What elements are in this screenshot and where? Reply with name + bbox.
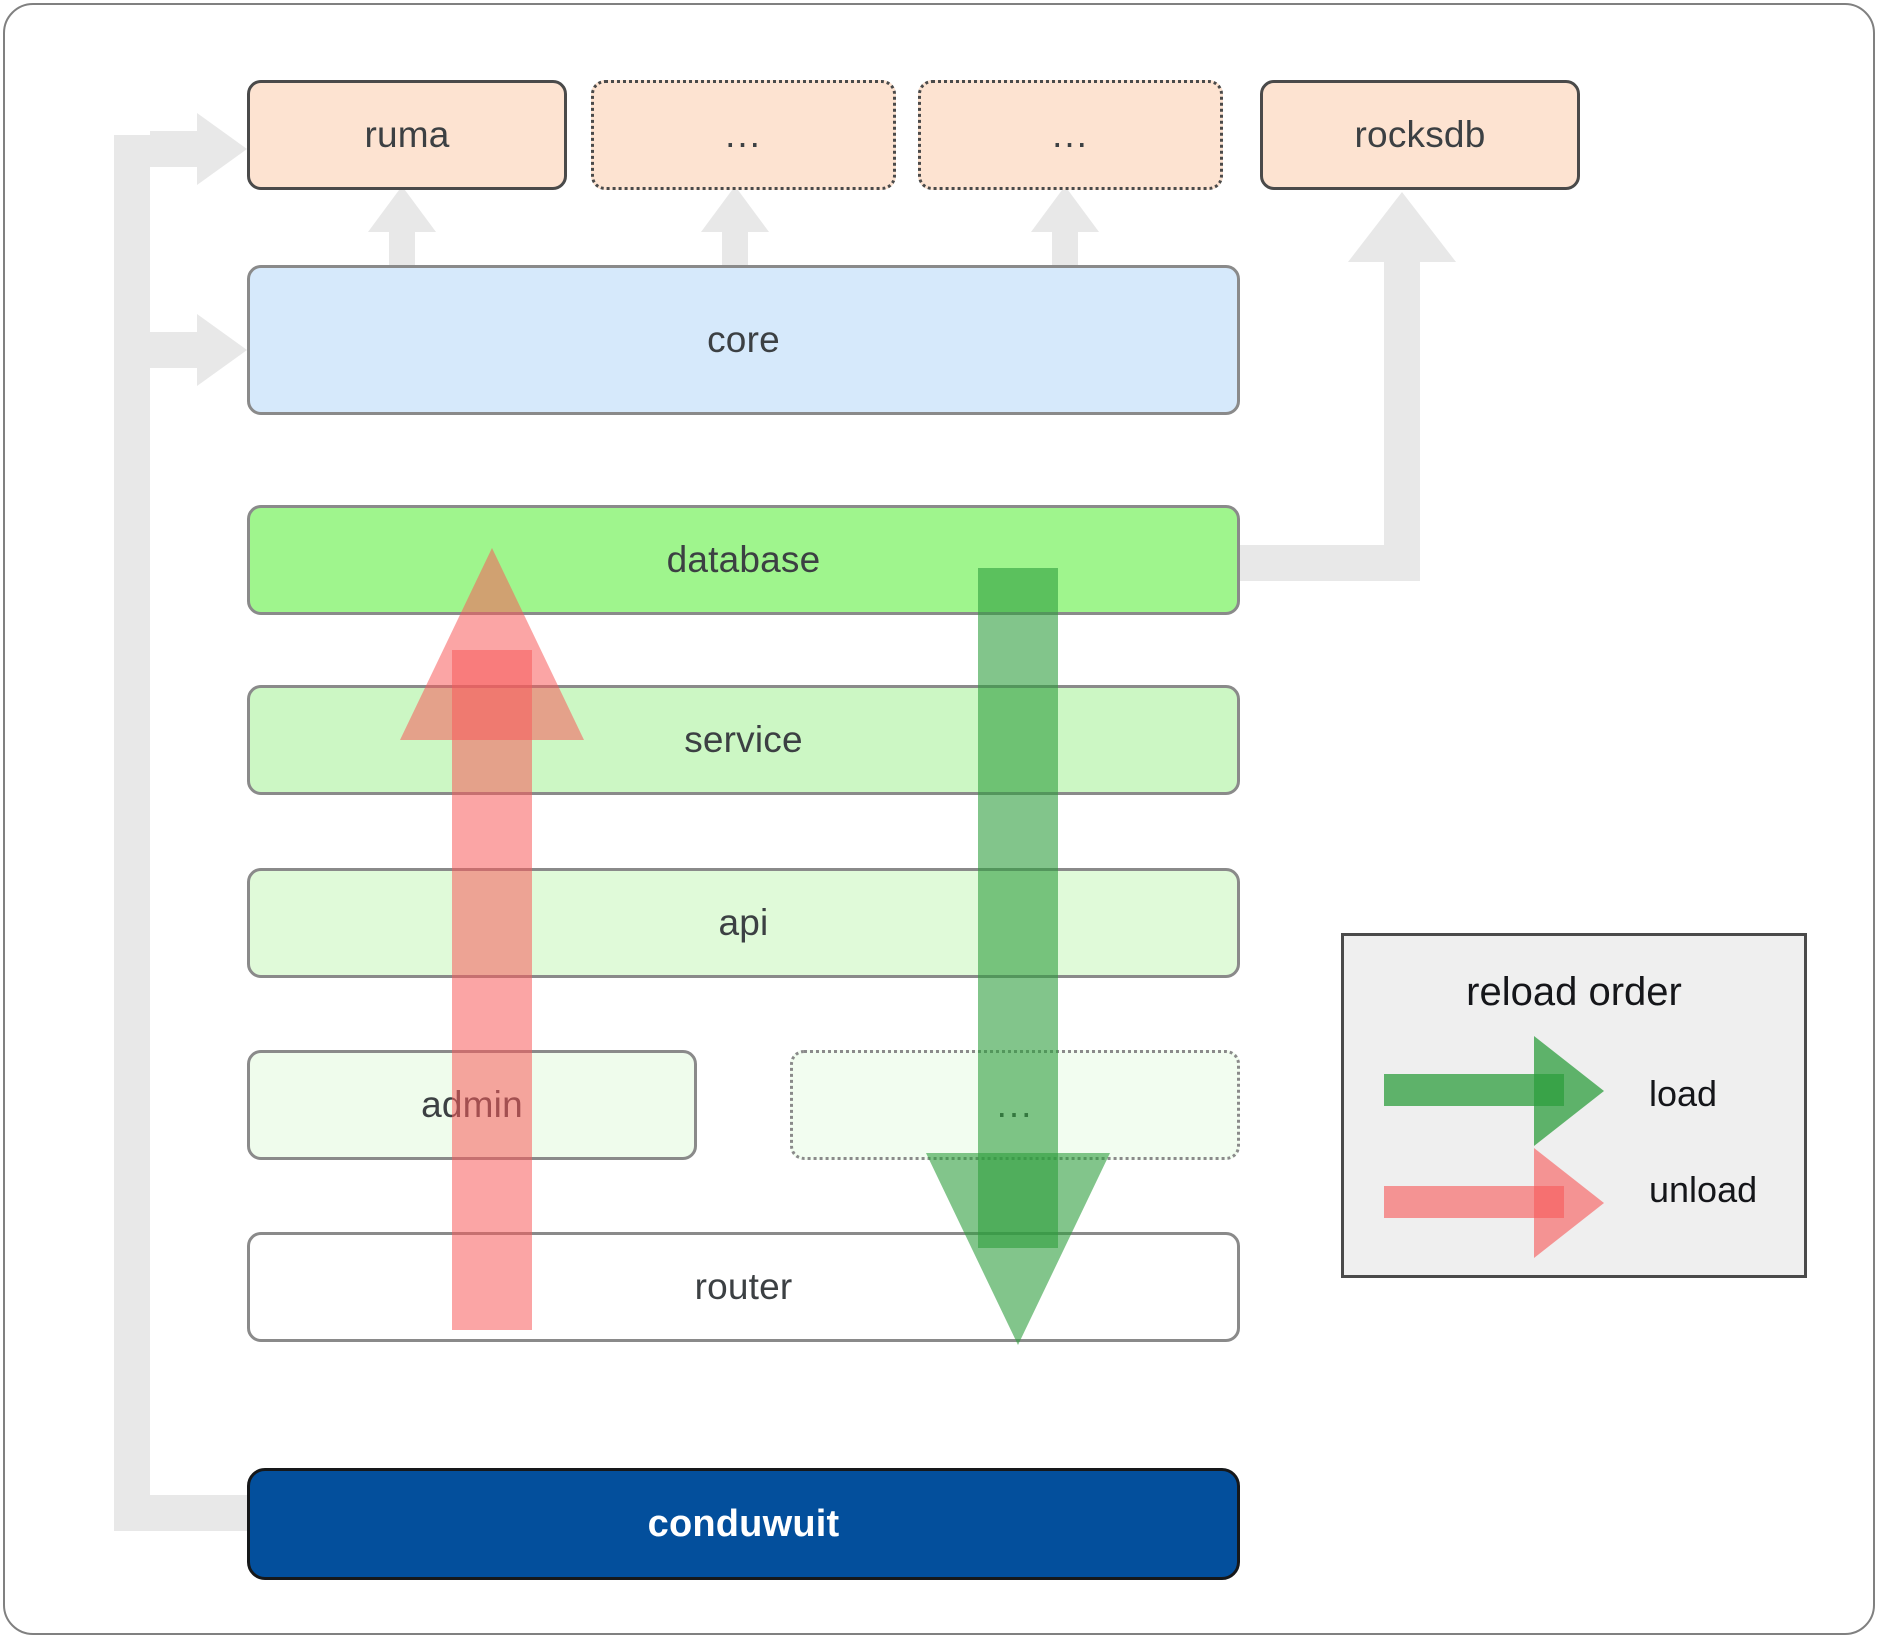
legend-title: reload order xyxy=(1466,970,1682,1014)
application-node-conduwuit[interactable]: conduwuit xyxy=(247,1468,1240,1580)
layer-node-api[interactable]: api xyxy=(247,868,1240,978)
layer-label-service: service xyxy=(684,719,803,760)
dependency-node-3[interactable]: ... xyxy=(918,80,1223,190)
layer-node-admin[interactable]: admin xyxy=(247,1050,697,1160)
legend-label-unload: unload xyxy=(1649,1169,1758,1210)
layer-label-admin: admin xyxy=(421,1084,523,1125)
layer-label-router: router xyxy=(694,1266,793,1307)
application-label: conduwuit xyxy=(647,1502,840,1545)
legend-label-load: load xyxy=(1649,1073,1718,1114)
diagram-frame xyxy=(3,3,1875,1635)
layer-label-core: core xyxy=(707,319,780,360)
layer-node-core[interactable]: core xyxy=(247,265,1240,415)
legend-load-arrow-icon xyxy=(1384,1036,1604,1146)
dependency-label-3: ... xyxy=(1052,114,1089,155)
legend-panel: reload order load unload xyxy=(1341,933,1807,1278)
layer-label-database: database xyxy=(666,539,821,580)
layer-node-database[interactable]: database xyxy=(247,505,1240,615)
layer-node-etc[interactable]: ... xyxy=(790,1050,1240,1160)
layer-node-service[interactable]: service xyxy=(247,685,1240,795)
legend-arrow-glyphs xyxy=(1384,1036,1604,1258)
dependency-node-2[interactable]: ... xyxy=(591,80,896,190)
layer-label-api: api xyxy=(718,902,769,943)
layer-label-etc: ... xyxy=(996,1084,1034,1125)
dependency-label-2: ... xyxy=(725,114,762,155)
dependency-label-rocksdb: rocksdb xyxy=(1354,114,1486,155)
legend-unload-arrow-icon xyxy=(1384,1148,1604,1258)
dependency-label-ruma: ruma xyxy=(364,114,450,155)
dependency-node-rocksdb[interactable]: rocksdb xyxy=(1260,80,1580,190)
dependency-node-ruma[interactable]: ruma xyxy=(247,80,567,190)
layer-node-router[interactable]: router xyxy=(247,1232,1240,1342)
